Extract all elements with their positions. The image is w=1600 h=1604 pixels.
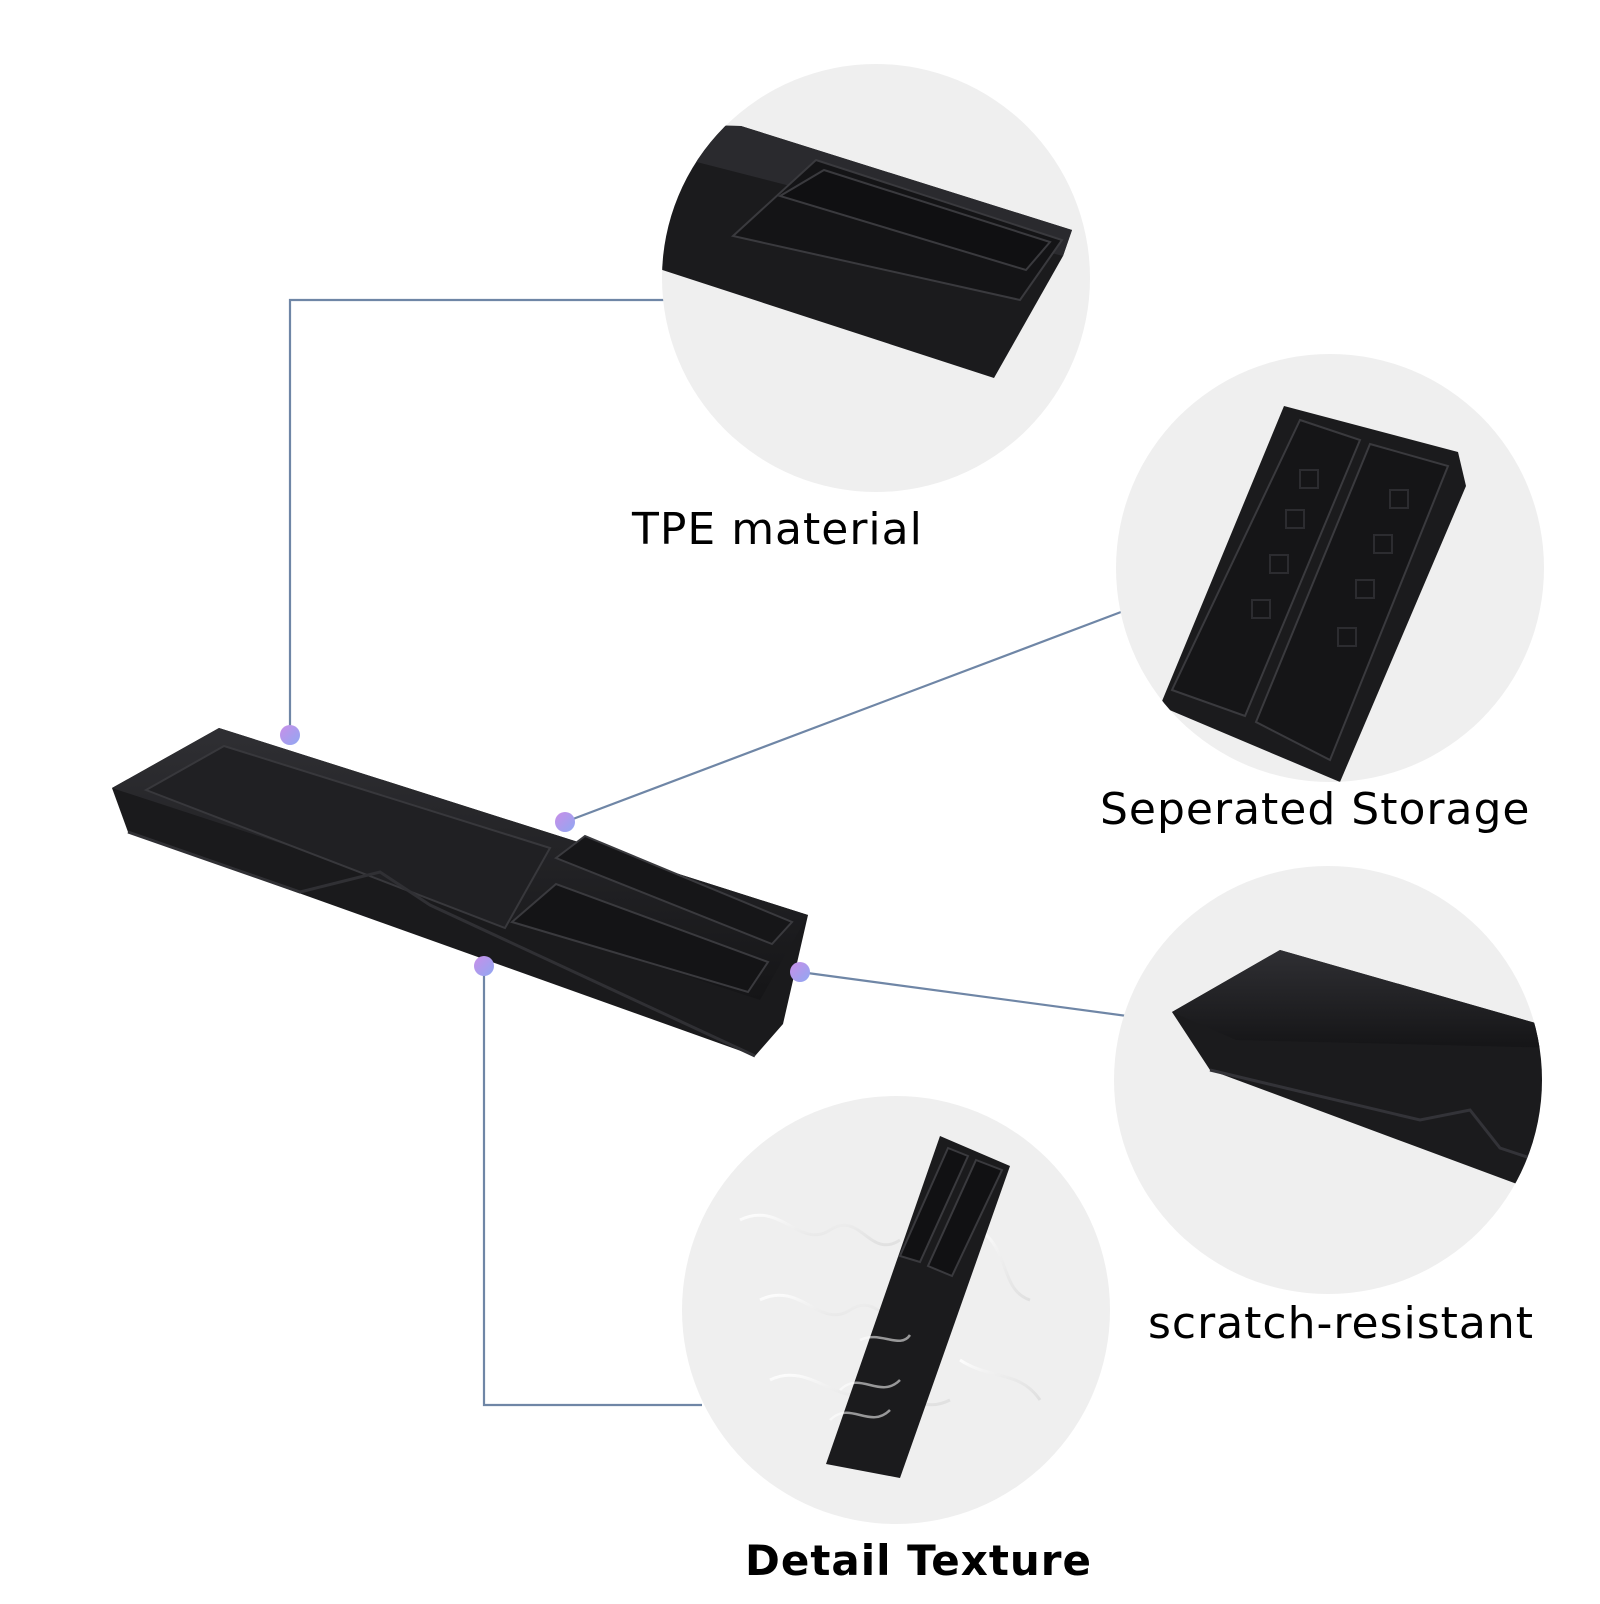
detail-circle-scratch [1114,866,1542,1294]
tray-front-edge [127,830,756,1058]
marker-tpe [280,725,300,745]
product-tray [112,728,808,1058]
feature-label-tpe: TPE material [632,504,923,555]
callout-line-tpe [288,298,680,733]
marker-scratch [790,962,810,982]
marker-detail [474,956,494,976]
callout-line-scratch [799,970,1128,1018]
detail-circle-detail [682,1096,1110,1524]
feature-label-detail: Detail Texture [745,1536,1093,1585]
feature-label-seperated: Seperated Storage [1100,784,1531,835]
detail-circle-tpe [662,64,1090,492]
callout-lines [288,298,1128,1407]
callout-line-seperated [564,610,1122,824]
markers [280,725,810,982]
tray-left-compartment [143,744,552,930]
tray-right-compartment-bottom [509,882,770,994]
marker-seperated [555,812,575,832]
feature-label-scratch: scratch-resistant [1148,1298,1534,1349]
callout-line-detail [482,966,702,1407]
tray-right-compartment-top [553,834,794,946]
detail-circle-seperated [1116,354,1544,782]
